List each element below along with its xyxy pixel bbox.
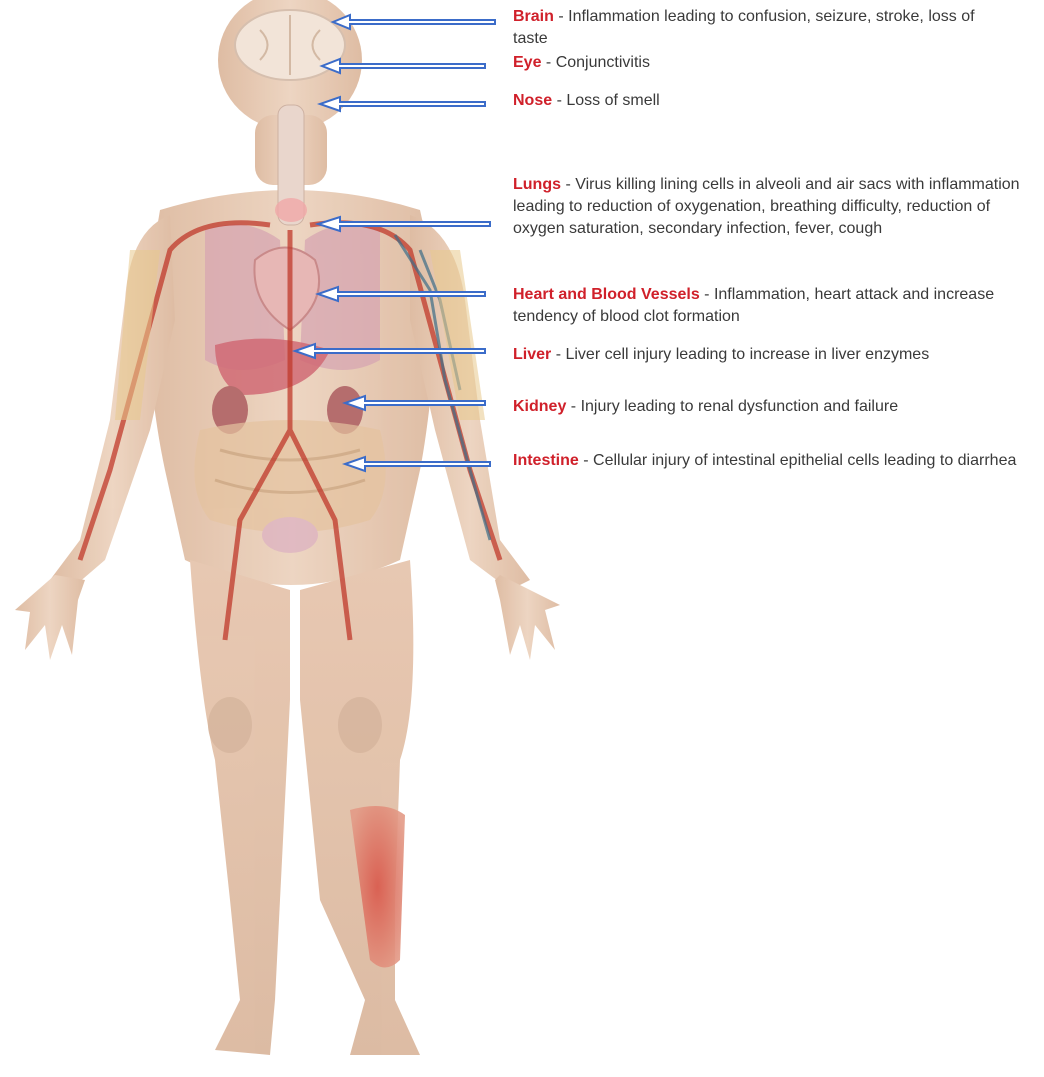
organ-description: - Virus killing lining cells in alveoli … [513, 176, 1020, 237]
label-intestine: Intestine - Cellular injury of intestina… [513, 450, 1043, 472]
arrow-lungs [318, 217, 490, 231]
arrow-intestine [345, 457, 490, 471]
label-nose: Nose - Loss of smell [513, 90, 983, 112]
organ-name: Brain [513, 8, 554, 25]
arrow-kidney [345, 396, 485, 410]
organ-description: - Inflammation leading to confusion, sei… [513, 8, 975, 47]
label-brain: Brain - Inflammation leading to confusio… [513, 6, 983, 50]
organ-name: Intestine [513, 452, 579, 469]
organ-name: Liver [513, 346, 551, 363]
organ-description: - Injury leading to renal dysfunction an… [566, 398, 898, 415]
organ-description: - Loss of smell [552, 92, 660, 109]
organ-name: Lungs [513, 176, 561, 193]
organ-name: Nose [513, 92, 552, 109]
label-liver: Liver - Liver cell injury leading to inc… [513, 344, 1013, 366]
arrow-liver [295, 344, 485, 358]
label-eye: Eye - Conjunctivitis [513, 52, 983, 74]
organ-name: Kidney [513, 398, 566, 415]
organ-description: - Liver cell injury leading to increase … [551, 346, 929, 363]
organ-name: Eye [513, 54, 541, 71]
organ-description: - Cellular injury of intestinal epitheli… [579, 452, 1017, 469]
arrow-eye [322, 59, 485, 73]
arrow-heart [318, 287, 485, 301]
arrow-nose [320, 97, 485, 111]
organ-description: - Conjunctivitis [541, 54, 649, 71]
label-kidney: Kidney - Injury leading to renal dysfunc… [513, 396, 1033, 418]
organ-name: Heart and Blood Vessels [513, 286, 700, 303]
label-lungs: Lungs - Virus killing lining cells in al… [513, 174, 1043, 240]
arrow-brain [333, 15, 495, 29]
label-heart: Heart and Blood Vessels - Inflammation, … [513, 284, 1033, 328]
